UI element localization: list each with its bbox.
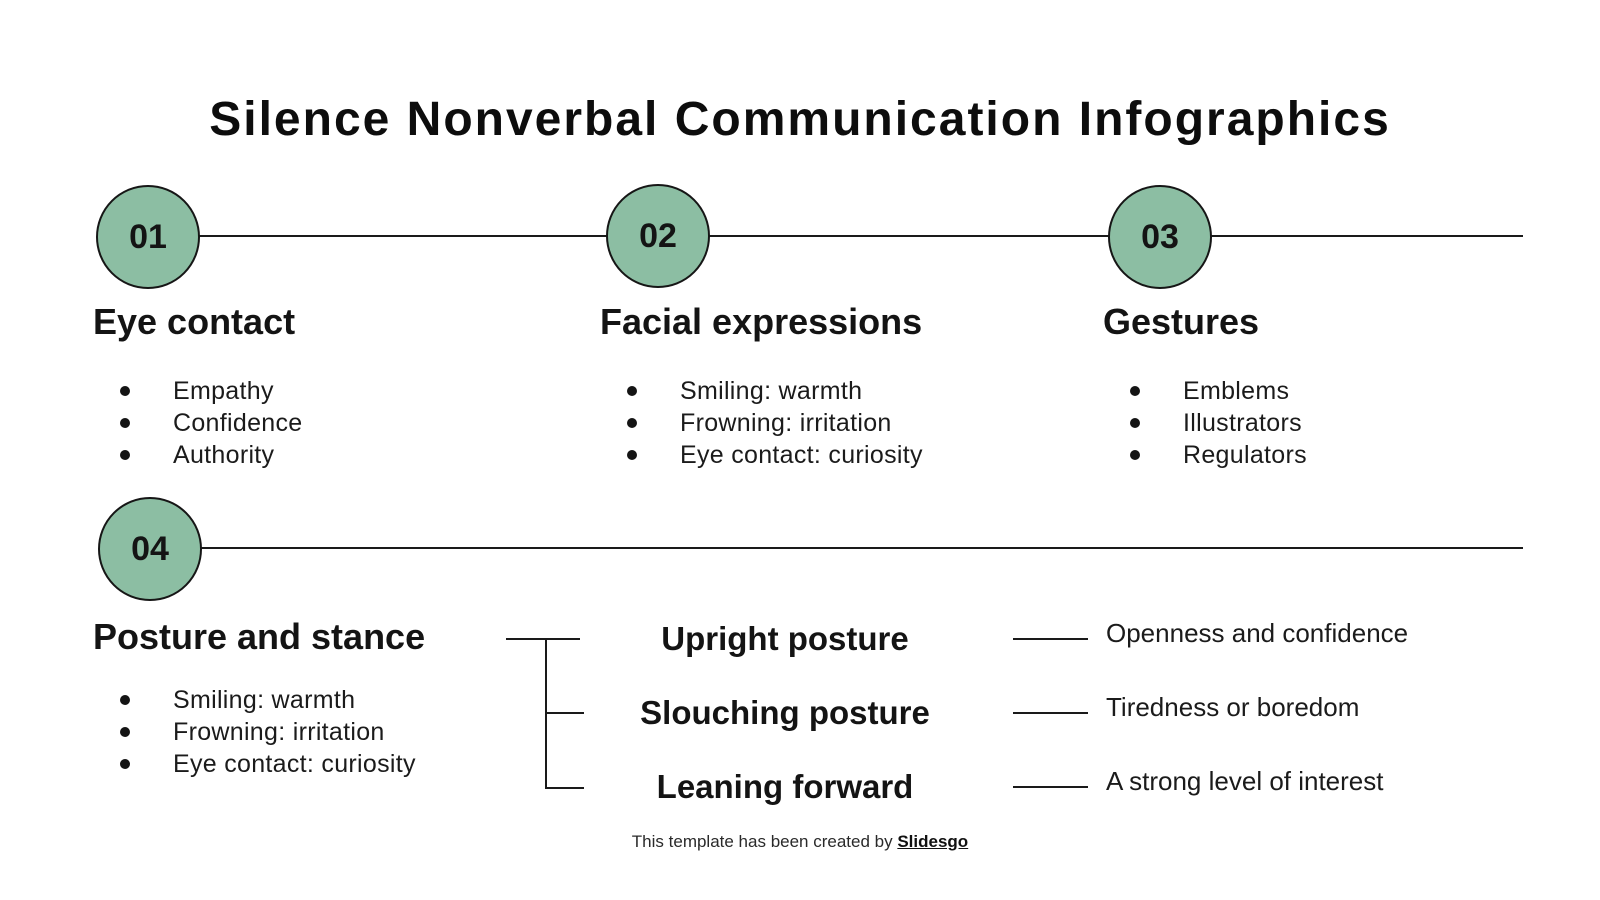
- bullet-text: Emblems: [1183, 376, 1290, 405]
- posture-description-slouching: Tiredness or boredom: [1106, 692, 1360, 722]
- bracket-bottom-branch: [545, 787, 584, 789]
- bullet-item: Emblems: [1130, 375, 1307, 407]
- bullet-item: Eye contact: curiosity: [120, 748, 416, 780]
- bullet-dot: [120, 450, 130, 460]
- bullet-text: Authority: [173, 440, 275, 469]
- bullet-text: Confidence: [173, 408, 303, 437]
- step-heading-posture-and-stance: Posture and stance: [93, 616, 426, 657]
- bullet-dot: [1130, 418, 1140, 428]
- bullet-dot: [120, 386, 130, 396]
- bullet-dot: [1130, 386, 1140, 396]
- bullet-dot: [1130, 450, 1140, 460]
- bullet-dot: [120, 727, 130, 737]
- bullet-text: Frowning: irritation: [173, 717, 385, 746]
- posture-label-upright: Upright posture: [661, 620, 909, 657]
- bullet-item: Frowning: irritation: [627, 407, 923, 439]
- bullet-list-eye-contact: Empathy Confidence Authority: [120, 375, 302, 471]
- bullet-dot: [120, 418, 130, 428]
- bullet-dot: [627, 386, 637, 396]
- connector-dash: [1013, 786, 1088, 788]
- step-heading-gestures: Gestures: [1103, 301, 1260, 342]
- timeline-line-top: [148, 235, 1523, 237]
- step-number: 02: [639, 216, 677, 255]
- bullet-item: Empathy: [120, 375, 302, 407]
- step-number: 01: [129, 217, 167, 256]
- step-circle-01: 01: [96, 185, 200, 289]
- step-number: 03: [1141, 217, 1179, 256]
- bullet-item: Illustrators: [1130, 407, 1307, 439]
- step-heading-eye-contact: Eye contact: [93, 301, 296, 342]
- bullet-text: Eye contact: curiosity: [173, 749, 416, 778]
- bullet-item: Eye contact: curiosity: [627, 439, 923, 471]
- bullet-dot: [120, 759, 130, 769]
- connector-dash: [1013, 638, 1088, 640]
- bracket-middle-branch: [545, 712, 584, 714]
- step-number: 04: [131, 529, 169, 568]
- timeline-line-bottom: [150, 547, 1523, 549]
- page-title: Silence Nonverbal Communication Infograp…: [209, 93, 1391, 146]
- bullet-text: Illustrators: [1183, 408, 1302, 437]
- step-circle-03: 03: [1108, 185, 1212, 289]
- posture-label-leaning: Leaning forward: [656, 768, 914, 805]
- bullet-dot: [120, 695, 130, 705]
- bullet-dot: [627, 418, 637, 428]
- bullet-item: Smiling: warmth: [120, 684, 416, 716]
- step-circle-02: 02: [606, 184, 710, 288]
- footer-text: This template has been created by Slides…: [0, 832, 1600, 852]
- step-heading-facial-expressions: Facial expressions: [600, 301, 923, 342]
- bullet-item: Confidence: [120, 407, 302, 439]
- posture-description-leaning: A strong level of interest: [1106, 766, 1384, 796]
- posture-label-slouching: Slouching posture: [640, 694, 930, 731]
- posture-description-upright: Openness and confidence: [1106, 618, 1409, 648]
- bullet-text: Smiling: warmth: [173, 685, 356, 714]
- bullet-list-facial-expressions: Smiling: warmth Frowning: irritation Eye…: [627, 375, 923, 471]
- connector-dash: [1013, 712, 1088, 714]
- bullet-item: Smiling: warmth: [627, 375, 923, 407]
- bullet-item: Frowning: irritation: [120, 716, 416, 748]
- bullet-dot: [627, 450, 637, 460]
- bullet-item: Authority: [120, 439, 302, 471]
- bullet-text: Eye contact: curiosity: [680, 440, 923, 469]
- bullet-item: Regulators: [1130, 439, 1307, 471]
- slidesgo-link[interactable]: Slidesgo: [897, 832, 969, 851]
- bullet-text: Empathy: [173, 376, 274, 405]
- bullet-list-gestures: Emblems Illustrators Regulators: [1130, 375, 1307, 471]
- bullet-text: Frowning: irritation: [680, 408, 892, 437]
- bullet-text: Smiling: warmth: [680, 376, 863, 405]
- bullet-text: Regulators: [1183, 440, 1307, 469]
- bracket-top-branch: [506, 638, 580, 640]
- step-circle-04: 04: [98, 497, 202, 601]
- bullet-list-posture: Smiling: warmth Frowning: irritation Eye…: [120, 684, 416, 780]
- footer-credit-text: This template has been created by: [631, 832, 898, 851]
